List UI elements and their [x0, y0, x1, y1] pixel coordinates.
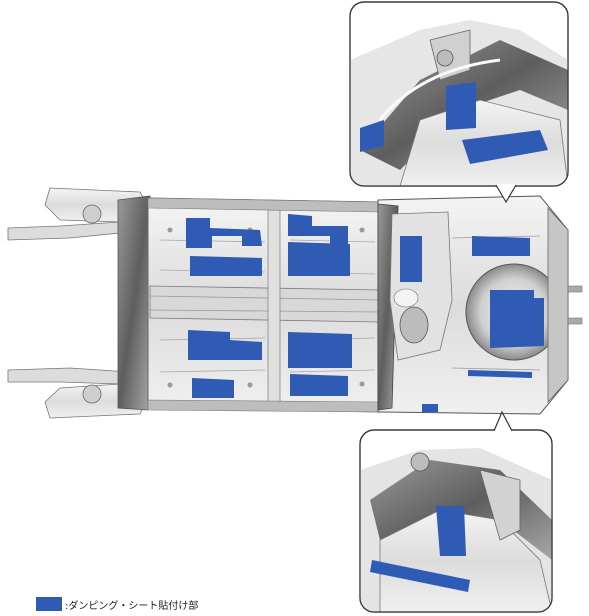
- damping-patch: [468, 370, 532, 378]
- damping-patch: [190, 256, 262, 276]
- damping-patch: [370, 560, 470, 592]
- damping-patch: [472, 236, 530, 256]
- damping-patch: [288, 242, 350, 276]
- legend: :ダンピング・シート貼付け部: [36, 596, 198, 612]
- rear-wheelhouse-detail-icon: [350, 20, 568, 186]
- damping-patch: [192, 378, 234, 398]
- damping-patch: [462, 130, 548, 164]
- rear-wheelhouse-detail-icon: [360, 448, 552, 612]
- legend-label: :ダンピング・シート貼付け部: [65, 600, 199, 612]
- damping-patch: [446, 82, 476, 130]
- damping-patch: [188, 330, 262, 360]
- damping-patch: [288, 332, 352, 368]
- damping-patch: [422, 404, 438, 412]
- damping-patch: [400, 236, 422, 282]
- damping-patch: [436, 506, 466, 556]
- damping-patch: [360, 120, 384, 152]
- callout-top: [349, 1, 569, 204]
- rear-floor: [377, 195, 583, 415]
- damping-patch: [290, 374, 348, 396]
- dash-cross-member: [117, 195, 151, 411]
- legend-swatch: [36, 597, 62, 611]
- vehicle-underbody-icon: [7, 187, 583, 419]
- damping-patch: [490, 290, 544, 348]
- callout-bottom: [359, 410, 553, 613]
- damping-patch: [186, 218, 262, 248]
- damping-sheet-patches: [186, 214, 544, 412]
- damping-patch: [288, 214, 348, 246]
